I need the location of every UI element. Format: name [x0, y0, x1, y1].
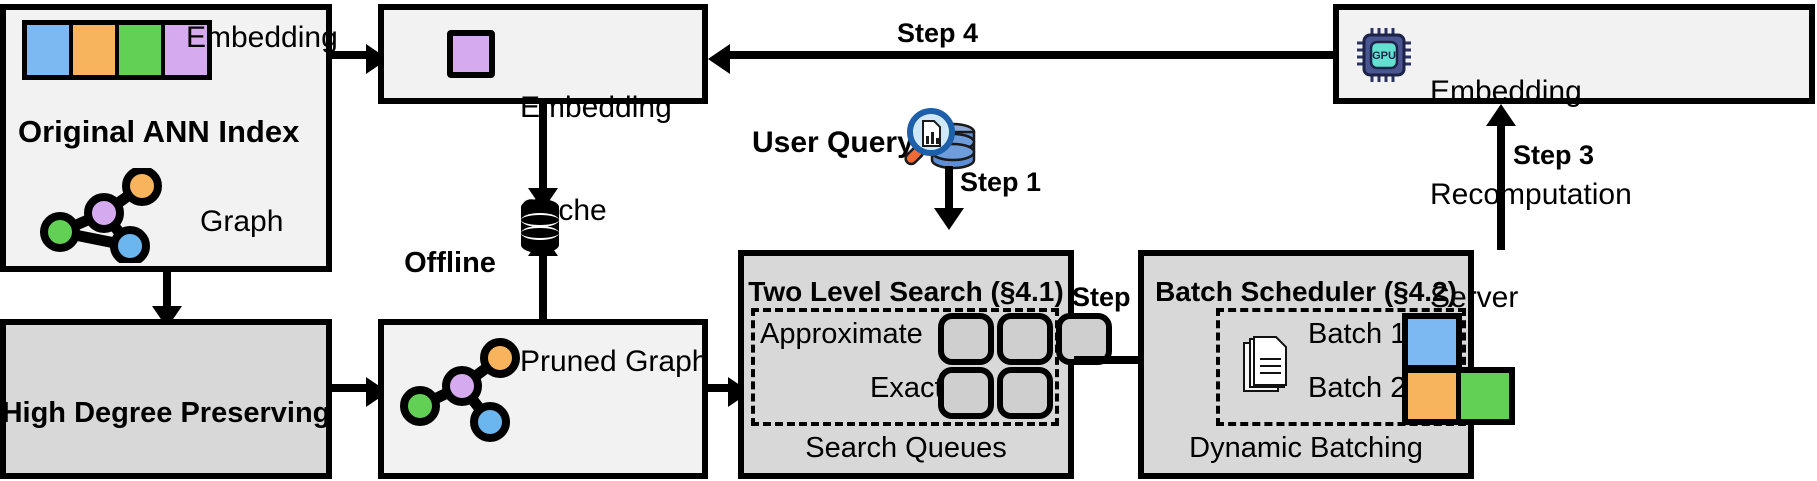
- pruned-graph-svg: [400, 338, 520, 442]
- approximate-slot-1[interactable]: [938, 313, 994, 365]
- embedding-cell-blue: [27, 25, 69, 75]
- step4-label: Step 4: [897, 18, 979, 48]
- embedding-cell-purple: [165, 25, 207, 75]
- documents-icon: [1243, 336, 1287, 392]
- approximate-row-label: Approximate: [760, 318, 923, 350]
- exact-slot-row: [938, 367, 1053, 419]
- arrowhead-query-to-search: [934, 208, 964, 230]
- arrowhead-server-to-cache: [708, 44, 730, 74]
- connector-query-to-search: [945, 166, 953, 214]
- batch-2-chips: [1402, 367, 1515, 425]
- batch-1-chips: [1402, 313, 1462, 371]
- embedding-cell-orange: [73, 25, 115, 75]
- user-query-label: User Query: [752, 126, 914, 159]
- arrowhead-scheduler-to-server: [1486, 104, 1516, 126]
- recomputation-server-line2: Recomputation: [1430, 177, 1632, 211]
- connector-index-to-cache: [332, 51, 370, 59]
- batch-1-label: Batch 1: [1308, 318, 1407, 350]
- batch-2-chip-green: [1456, 373, 1509, 419]
- graph-label: Graph: [200, 205, 284, 238]
- connector-pruned-to-search: [708, 384, 736, 392]
- pruned-graph-label: Pruned Graph: [520, 345, 709, 378]
- database-icon: [521, 199, 559, 253]
- connector-scheduler-to-server: [1497, 122, 1505, 250]
- exact-slot-1[interactable]: [938, 367, 994, 419]
- two-level-search-title: Two Level Search (§4.1): [748, 276, 1064, 307]
- connector-search-to-scheduler: [1074, 356, 1160, 364]
- graph-pruning-line1: High Degree Preserving: [1, 396, 331, 429]
- connector-server-to-cache: [726, 51, 1333, 59]
- connector-index-to-pruning: [163, 272, 171, 312]
- dynamic-batching-footer: Dynamic Batching: [1189, 432, 1423, 464]
- embedding-cache-box: [378, 4, 708, 104]
- batch-2-chip-orange: [1408, 373, 1456, 419]
- offline-storage-line1: Offline: [404, 246, 496, 279]
- batch-1-chip-blue: [1408, 319, 1456, 365]
- svg-text:GPU: GPU: [1372, 50, 1396, 62]
- recomputation-server-line3: Server: [1430, 280, 1519, 314]
- original-graph-svg: [40, 168, 162, 263]
- step3-label: Step 3: [1513, 140, 1595, 170]
- recomputation-server-title: Embedding Recomputation Server: [1430, 8, 1632, 382]
- graph-pruning-title: High Degree Preserving Graph Pruning (§5…: [0, 332, 332, 481]
- connector-pruned-to-storage: [539, 252, 547, 320]
- query-search-database-icon: [904, 108, 976, 170]
- embedding-strip: [22, 20, 212, 80]
- connector-pruning-to-pruned: [332, 384, 370, 392]
- embedding-cell-green: [119, 25, 161, 75]
- search-queues-dashed-region: [751, 308, 1059, 426]
- embedding-cache-icon: [447, 30, 495, 78]
- exact-slot-2[interactable]: [997, 367, 1053, 419]
- search-queues-footer: Search Queues: [805, 432, 1007, 464]
- graph-pruning-box: [0, 319, 332, 479]
- embedding-label: Embedding: [186, 21, 338, 54]
- approximate-slot-2[interactable]: [997, 313, 1053, 365]
- step1-label: Step 1: [960, 167, 1042, 197]
- original-ann-index-title: Original ANN Index: [18, 114, 300, 149]
- connector-cache-to-storage: [539, 104, 547, 194]
- recomputation-server-box: [1333, 4, 1815, 104]
- batch-scheduler-title: Batch Scheduler (§4.2): [1155, 276, 1457, 307]
- gpu-chip-icon: GPU: [1357, 28, 1411, 82]
- recomputation-server-line1: Embedding: [1430, 75, 1582, 109]
- exact-row-label: Exact: [870, 372, 943, 404]
- batch-2-label: Batch 2: [1308, 372, 1407, 404]
